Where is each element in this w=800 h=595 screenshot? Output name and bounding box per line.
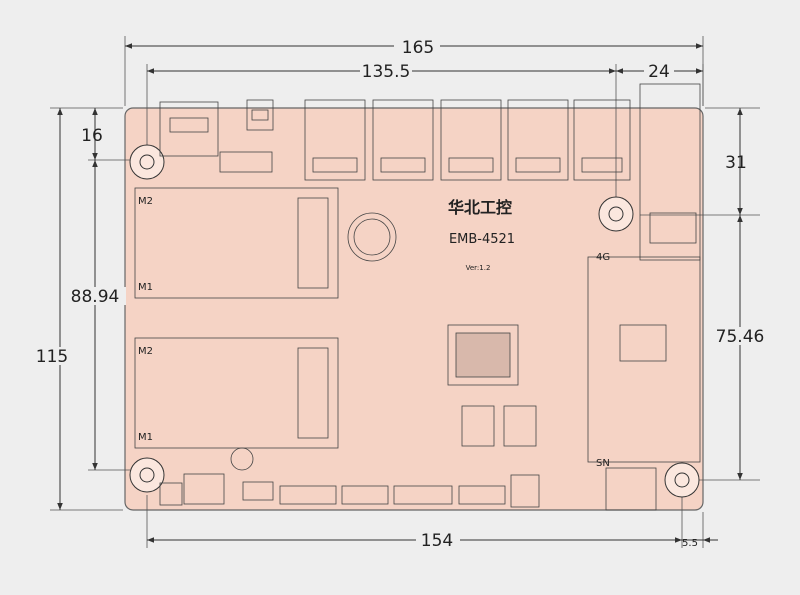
board-version: Ver:1.2 xyxy=(466,264,491,272)
right-connector-area xyxy=(639,83,701,261)
lan-port-4 xyxy=(507,99,569,181)
dim-bottom-hole-span: 154 xyxy=(421,531,453,551)
dim-right-hole-offset: 31 xyxy=(725,153,747,173)
label-m1-upper: M1 xyxy=(138,282,153,293)
lan-port-1 xyxy=(304,99,366,181)
lan-ports xyxy=(304,99,631,181)
memory-chip-right xyxy=(503,405,537,447)
bottom-header-3 xyxy=(341,485,389,505)
lan-port-3 xyxy=(440,99,502,181)
usb-port-top xyxy=(246,99,274,131)
dim-left-hole-offset: 16 xyxy=(81,126,103,146)
bottom-header-2 xyxy=(279,485,337,505)
mounting-hole-top-right xyxy=(598,196,634,232)
buzzer xyxy=(230,447,254,471)
rj45-left xyxy=(159,101,219,157)
sim-connector xyxy=(649,212,697,244)
mounting-hole-bottom-right xyxy=(664,462,700,498)
dc-jack xyxy=(159,482,183,506)
dim-right-hole-span: 75.46 xyxy=(716,327,765,347)
mounting-hole-bottom-left xyxy=(129,457,165,493)
label-m2-lower: M2 xyxy=(138,346,153,357)
module-4g xyxy=(587,256,701,463)
header-top xyxy=(219,151,273,173)
switch-block xyxy=(183,473,225,505)
bottom-connectors xyxy=(159,447,657,511)
mpcie-slot-upper xyxy=(134,187,339,299)
top-connectors xyxy=(159,99,274,173)
label-4g: 4G xyxy=(596,252,610,263)
bottom-header-5 xyxy=(458,485,506,505)
audio-jack xyxy=(510,474,540,508)
dim-overall-height: 115 xyxy=(36,347,68,367)
dim-hole-span-top: 135.5 xyxy=(362,62,411,82)
label-m1-lower: M1 xyxy=(138,432,153,443)
label-sn: SN xyxy=(596,458,610,469)
lan-port-5 xyxy=(573,99,631,181)
coin-battery xyxy=(347,212,397,262)
pcb-outline xyxy=(124,107,704,511)
board-model: EMB-4521 xyxy=(449,232,515,247)
right-connector-body xyxy=(639,83,701,261)
dim-right-offset: 24 xyxy=(648,62,670,82)
memory-chip-left xyxy=(461,405,495,447)
mounting-holes xyxy=(129,144,700,498)
lan-port-2 xyxy=(372,99,434,181)
bottom-header-1 xyxy=(242,481,274,501)
dim-left-hole-span: 88.94 xyxy=(71,287,120,307)
mpcie-slot-lower xyxy=(134,337,339,449)
bottom-right-connector xyxy=(605,467,657,511)
board-brand: 华北工控 xyxy=(448,198,512,217)
soc-chip xyxy=(447,324,519,386)
bottom-header-4 xyxy=(393,485,453,505)
label-m2-upper: M2 xyxy=(138,196,153,207)
dimension-lines xyxy=(57,43,743,543)
mounting-hole-top-left xyxy=(129,144,165,180)
dim-overall-width: 165 xyxy=(402,38,434,58)
dim-bottom-right-offset: 5.5 xyxy=(682,538,698,549)
